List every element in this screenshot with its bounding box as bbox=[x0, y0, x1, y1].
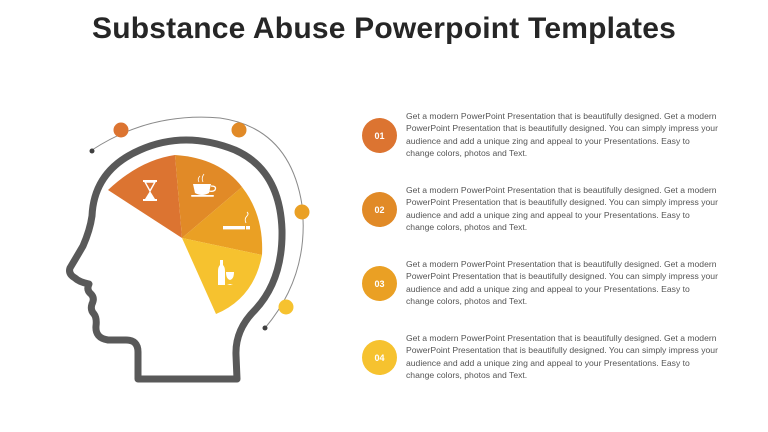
cigarette-icon bbox=[223, 211, 250, 230]
number-badge-3: 03 bbox=[362, 266, 397, 301]
orbit-node-1 bbox=[113, 122, 129, 138]
arc-end-dot bbox=[89, 148, 95, 154]
item-description-1: Get a modern PowerPoint Presentation tha… bbox=[406, 111, 718, 159]
wine-bottle-glass-icon bbox=[218, 260, 234, 285]
orbit-node-3 bbox=[294, 204, 310, 220]
segment-hourglass bbox=[108, 155, 182, 238]
segment-cigarette bbox=[182, 187, 263, 255]
orbit-arc bbox=[91, 116, 304, 329]
item-description-2: Get a modern PowerPoint Presentation tha… bbox=[406, 185, 718, 233]
number-badge-1: 01 bbox=[362, 118, 397, 153]
number-badge-4: 04 bbox=[362, 340, 397, 375]
coffee-cup-icon bbox=[191, 173, 217, 197]
orbit-node-2 bbox=[231, 122, 247, 138]
slide-title: Substance Abuse Powerpoint Templates bbox=[92, 12, 676, 45]
list-item-3: 03 Get a modern PowerPoint Presentation … bbox=[362, 258, 722, 308]
hourglass-icon bbox=[143, 180, 157, 201]
number-badge-2: 02 bbox=[362, 192, 397, 227]
list-item-2: 02 Get a modern PowerPoint Presentation … bbox=[362, 184, 722, 234]
list-item-1: 01 Get a modern PowerPoint Presentation … bbox=[362, 110, 722, 160]
list-item-4: 04 Get a modern PowerPoint Presentation … bbox=[362, 332, 722, 382]
item-description-4: Get a modern PowerPoint Presentation tha… bbox=[406, 333, 718, 381]
head-outline bbox=[66, 136, 286, 383]
item-description-3: Get a modern PowerPoint Presentation tha… bbox=[406, 259, 718, 307]
orbit-node-4 bbox=[278, 299, 294, 315]
arc-end-dot bbox=[262, 325, 268, 331]
